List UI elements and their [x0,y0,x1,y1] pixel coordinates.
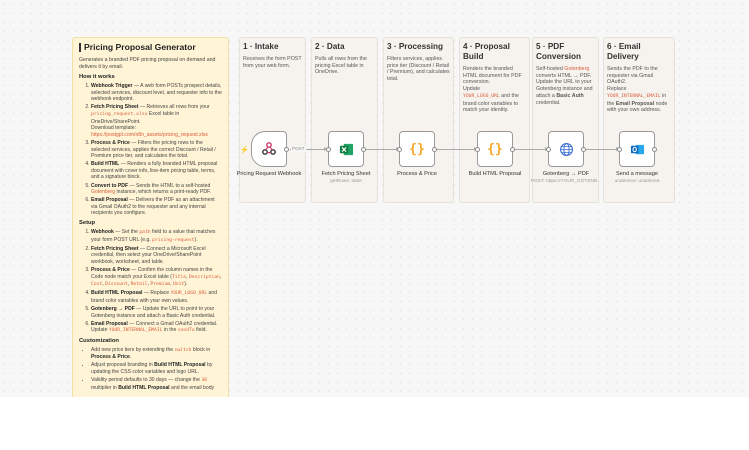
node-label: Gotenberg → PDF [542,171,590,177]
output-port[interactable] [361,147,366,152]
node-fetch-pricing-sheet[interactable] [326,131,366,167]
list-item: Validity period defaults to 30 days — ch… [91,377,222,391]
sticky-note-documentation[interactable]: Pricing Proposal Generator Generates a b… [72,37,229,397]
node-gotenberg-pdf[interactable] [546,131,586,167]
list-item: Build HTML Proposal — Replace YOUR_LOGO_… [91,290,222,304]
node-label: Build HTML Proposal [468,171,522,177]
how-it-works-list: Webhook Trigger — A web form POSTs prosp… [79,83,222,217]
connection-line[interactable] [290,149,325,150]
list-item: Convert to PDF — Sends the HTML to a sel… [91,183,222,196]
setup-heading: Setup [79,219,96,226]
note-title: 3 · Processing [387,42,443,51]
list-item: Email Proposal — Connect a Gmail OAuth2 … [91,321,222,335]
node-subtitle: undefined: undefined [614,179,660,184]
input-port[interactable] [475,147,480,152]
output-port[interactable] [652,147,657,152]
webhook-icon [262,142,276,155]
note-text: Renders the branded HTML document for PD… [463,66,522,114]
sticky-note-data[interactable]: 2 · Data Pulls all rows from the pricing… [311,37,378,203]
note-text: Self-hosted Gotenberg converts HTML → PD… [536,66,593,106]
note-text: Filters services, applies price tier (Di… [387,56,450,83]
list-item: Webhook Trigger — A web form POSTs prosp… [91,83,222,103]
customization-heading: Customization [79,337,119,344]
sticky-note-proposal-build[interactable]: 4 · Proposal Build Renders the branded H… [459,37,530,203]
output-port[interactable] [510,147,515,152]
node-label: Process & Price [397,171,437,177]
list-item: Build HTML — Renders a fully branded HTM… [91,161,222,181]
trigger-bolt-icon: ⚡ [240,147,249,154]
note-title: 2 · Data [315,42,345,51]
list-item: Fetch Pricing Sheet — Connect a Microsof… [91,246,222,266]
list-item: Add new price tiers by extending the swi… [91,347,222,361]
setup-list: Webhook — Set the path field to a value … [79,229,222,335]
note-title: Pricing Proposal Generator [79,42,222,52]
node-send-a-message[interactable] [617,131,657,167]
outlook-icon [630,144,644,154]
globe-icon [559,142,573,156]
connection-line[interactable] [586,149,617,150]
node-build-html-proposal[interactable]: {} [475,131,515,167]
workflow-canvas[interactable]: Pricing Proposal Generator Generates a b… [0,0,749,397]
sticky-note-intake[interactable]: 1 · Intake Receives the form POST from y… [239,37,306,203]
node-label: Pricing Request Webhook [236,171,302,177]
note-text: Pulls all rows from the pricing Excel ta… [315,56,367,76]
note-title: 1 · Intake [243,42,279,51]
gotenberg-link[interactable]: Gotenberg [564,66,590,72]
note-title: 5 · PDF Conversion [536,42,582,61]
input-port[interactable] [546,147,551,152]
note-text: Receives the form POST from your web for… [243,56,302,69]
list-item: Adjust proposal branding in Build HTML P… [91,362,222,375]
note-text: Sends the PDF to the requester via Gmail… [607,66,668,114]
output-port[interactable] [581,147,586,152]
note-title: 4 · Proposal Build [463,42,510,61]
output-port[interactable] [432,147,437,152]
connection-line[interactable] [437,149,475,150]
list-item: Process & Price — Filters the pricing ro… [91,140,222,160]
excel-icon [339,143,353,155]
code-icon: {} [409,141,425,157]
sticky-note-email-delivery[interactable]: 6 · Email Delivery Sends the PDF to the … [603,37,675,203]
connection-line[interactable] [366,149,397,150]
input-port[interactable] [617,147,622,152]
title-bar-icon [79,42,81,52]
list-item: Webhook — Set the path field to a value … [91,229,222,244]
note-title: 6 · Email Delivery [607,42,641,61]
sticky-note-processing[interactable]: 3 · Processing Filters services, applies… [383,37,454,203]
output-port[interactable] [284,147,289,152]
connection-line[interactable] [515,149,546,150]
node-pricing-request-webhook[interactable] [251,131,289,167]
node-subtitle: getRows: table [330,179,362,184]
template-link[interactable]: https://postgpt.com/n8n_assets/pricing_r… [91,131,208,138]
list-item: Gotenberg → PDF — Update the URL to poin… [91,306,222,319]
code-icon: {} [487,141,503,157]
how-it-works-heading: How it works [79,74,115,81]
arrow-icon [324,147,327,151]
node-subtitle: POST: https://YOUR_GOTENB... [530,179,602,184]
node-label: Fetch Pricing Sheet [321,171,371,177]
list-item: Fetch Pricing Sheet — Retrieves all rows… [91,104,222,138]
input-port[interactable] [326,147,331,152]
customization-list: Add new price tiers by extending the swi… [79,347,222,392]
note-title-text: Pricing Proposal Generator [84,42,196,52]
list-item: Email Proposal — Delivers the PDF as an … [91,197,222,217]
input-port[interactable] [397,147,402,152]
node-process-and-price[interactable]: {} [397,131,437,167]
gotenberg-link[interactable]: Gotenberg [91,189,116,196]
node-label: Send a message [616,171,658,177]
sticky-note-pdf-conversion[interactable]: 5 · PDF Conversion Self-hosted Gotenberg… [532,37,599,203]
note-description: Generates a branded PDF pricing proposal… [79,57,216,70]
list-item: Process & Price — Confirm the column nam… [91,267,222,289]
connection-label: POST [291,146,306,152]
